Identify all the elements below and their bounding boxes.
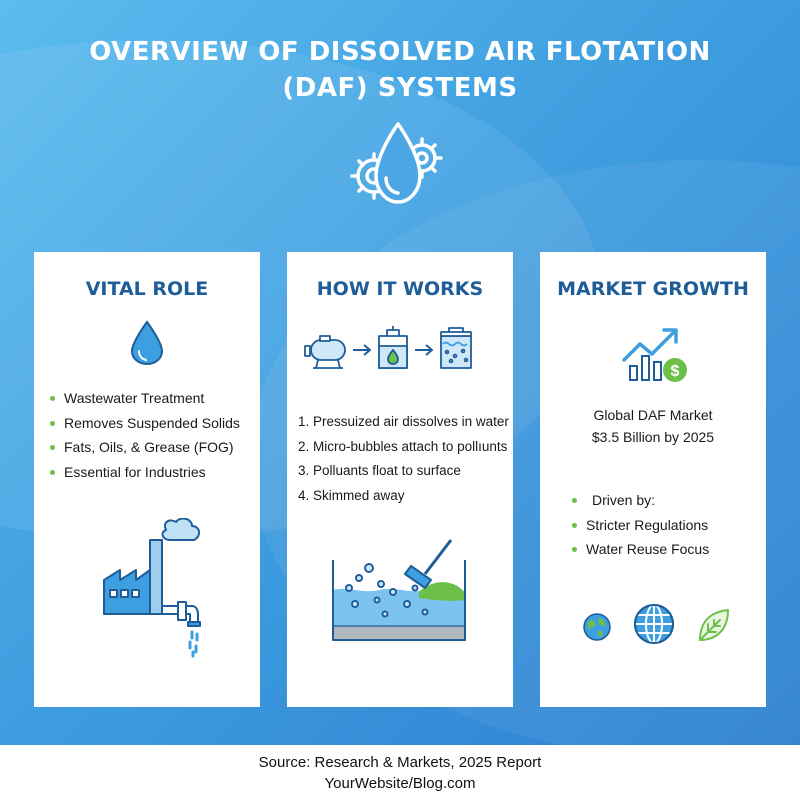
list-item: 1. Pressuized air dissolves in water (298, 414, 509, 429)
list-item: Removes Suspended Solids (50, 411, 240, 436)
globe-icon (634, 604, 674, 644)
vital-role-list: Wastewater Treatment Removes Suspended S… (50, 386, 240, 484)
market-value: $3.5 Billion by 2025 (591, 429, 715, 445)
market-label: Global DAF Market (593, 407, 713, 423)
svg-text:$: $ (671, 363, 680, 380)
factory-pipe-icon (103, 518, 201, 658)
earth-icon (583, 613, 611, 641)
hero-background: OVERVIEW OF DISSOLVED AIR FLOTATION (DAF… (0, 0, 800, 745)
footer: Source: Research & Markets, 2025 Report … (0, 752, 800, 794)
growth-chart-dollar-icon: $ (622, 328, 687, 382)
card-title: HOW IT WORKS (316, 278, 484, 300)
card-title: MARKET GROWTH (557, 278, 749, 300)
list-item: 4. Skimmed away (298, 487, 405, 503)
process-flow-icon (304, 326, 472, 369)
list-item: Stricter Regulations (572, 513, 709, 538)
list-item: Fats, Oils, & Grease (FOG) (50, 435, 240, 460)
market-drivers-list: Driven by: Stricter Regulations Water Re… (572, 488, 709, 562)
card-title: VITAL ROLE (85, 278, 209, 300)
process-steps: 1. Pressuized air dissolves in water 2. … (298, 410, 509, 508)
list-item: 2. Micro-bubbles attach to pollıunts (298, 438, 508, 454)
website-text: YourWebsite/Blog.com (324, 775, 476, 792)
list-item: 3. Polluants float to surface (298, 463, 461, 478)
list-item: Wastewater Treatment (50, 386, 240, 411)
water-drop-icon (130, 320, 164, 366)
list-item: Water Reuse Focus (572, 537, 709, 562)
market-size-text: Global DAF Market $3.5 Billion by 2025 (540, 404, 766, 448)
card-vital-role: VITAL ROLE Wastewater Treatment Removes … (34, 252, 260, 707)
list-item: Essential for Industries (50, 460, 240, 485)
page-title: OVERVIEW OF DISSOLVED AIR FLOTATION (DAF… (0, 34, 800, 106)
source-text: Source: Research & Markets, 2025 Report (258, 754, 542, 771)
skimming-tank-icon (332, 539, 466, 641)
title-line-2: (DAF) SYSTEMS (282, 73, 518, 103)
card-how-it-works: HOW IT WORKS (287, 252, 513, 707)
water-drop-gears-icon (350, 122, 443, 204)
card-market-growth: MARKET GROWTH $ Global DAF Market $3.5 B… (540, 252, 766, 707)
title-line-1: OVERVIEW OF DISSOLVED AIR FLOTATION (89, 37, 711, 67)
leaf-icon (699, 609, 729, 641)
list-item: Driven by: (572, 488, 709, 513)
